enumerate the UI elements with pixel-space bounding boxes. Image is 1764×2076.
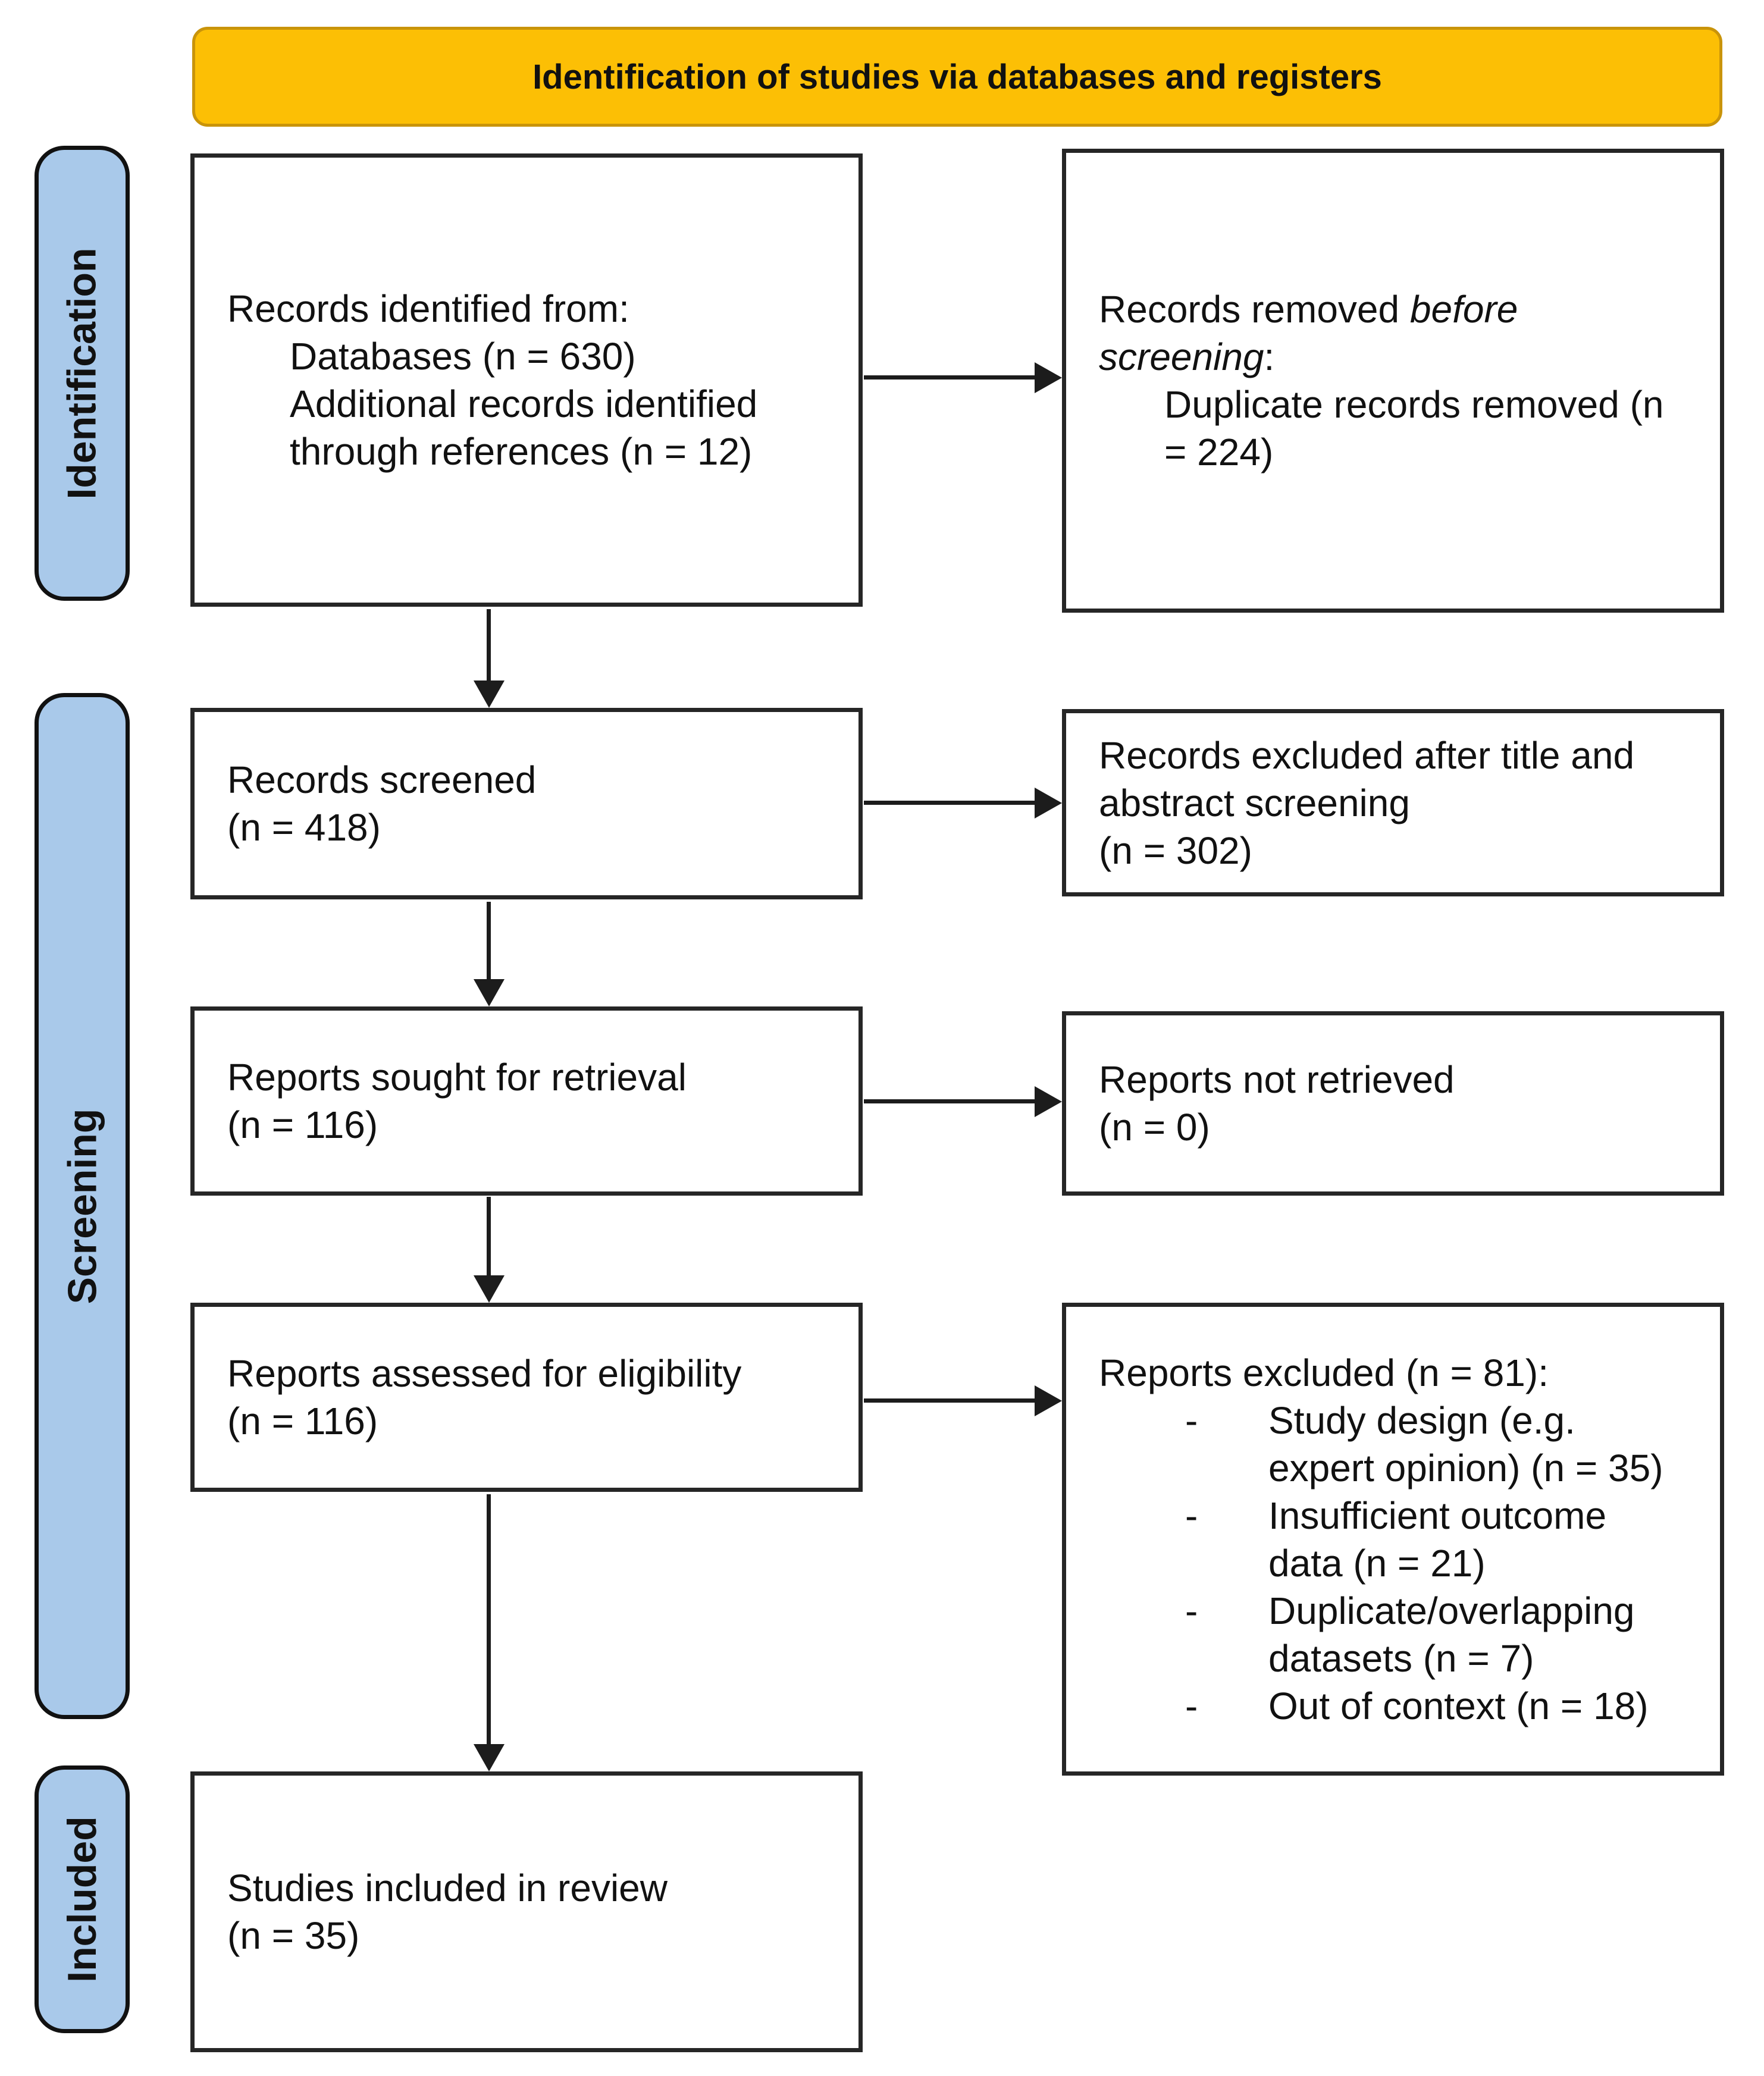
flow-arrow-assessed-to-excluded-line	[864, 1398, 1036, 1403]
bullet-item: - Study design (e.g.	[1185, 1397, 1705, 1444]
text-line: Records identified from:	[227, 287, 629, 330]
arrow-head-right-icon	[1035, 362, 1062, 393]
box-records-removed-text: Records removed before screening: Duplic…	[1066, 286, 1720, 476]
bullet-item: - Out of context (n = 18)	[1185, 1682, 1705, 1730]
flow-arrow-sought-to-not-retrieved-line	[864, 1099, 1036, 1103]
flow-arrow-screened-to-excluded-line	[864, 801, 1036, 805]
flow-arrow-sought-to-assessed-line	[487, 1197, 491, 1277]
text-line: screening:	[1099, 333, 1705, 381]
text-segment-italic: before	[1409, 288, 1518, 331]
text-line: datasets (n = 7)	[1268, 1636, 1534, 1680]
box-records-excluded-title-abstract-text: Records excluded after title and abstrac…	[1066, 732, 1720, 874]
arrow-head-right-icon	[1035, 1385, 1062, 1416]
bullet-dash: -	[1185, 1684, 1198, 1727]
bullet-item: - Duplicate/overlapping	[1185, 1587, 1705, 1635]
text-line: Records removed before	[1099, 286, 1705, 333]
box-reports-sought-text: Reports sought for retrieval (n = 116)	[195, 1053, 858, 1149]
text-line: Reports sought for retrieval	[227, 1056, 687, 1099]
header-title: Identification of studies via databases …	[532, 57, 1382, 96]
stage-label-included-text: Included	[59, 1816, 105, 1983]
text-line: (n = 35)	[227, 1914, 360, 1957]
stage-label-screening-text: Screening	[59, 1108, 105, 1304]
flow-arrow-screened-to-sought-line	[487, 902, 491, 980]
box-reports-excluded-text: Reports excluded (n = 81): - Study design…	[1066, 1349, 1720, 1730]
text-line: Study design (e.g.	[1268, 1398, 1575, 1442]
box-reports-assessed: Reports assessed for eligibility (n = 11…	[190, 1303, 863, 1492]
box-studies-included-text: Studies included in review (n = 35)	[195, 1864, 858, 1959]
text-line: Out of context (n = 18)	[1268, 1684, 1649, 1727]
box-records-excluded-title-abstract: Records excluded after title and abstrac…	[1062, 709, 1724, 896]
arrow-head-down-icon	[474, 680, 505, 708]
bullet-dash: -	[1185, 1494, 1198, 1537]
text-line: = 224)	[1164, 431, 1274, 473]
stage-label-included: Included	[35, 1765, 130, 2033]
arrow-head-down-icon	[474, 1744, 505, 1771]
box-studies-included: Studies included in review (n = 35)	[190, 1771, 863, 2052]
flow-arrow-identified-to-removed-line	[864, 375, 1036, 380]
text-line: (n = 116)	[227, 1103, 378, 1146]
text-line: Reports assessed for eligibility	[227, 1352, 742, 1395]
bullet-item: - Insufficient outcome	[1185, 1492, 1705, 1539]
box-reports-not-retrieved: Reports not retrieved (n = 0)	[1062, 1011, 1724, 1196]
text-line: data (n = 21)	[1268, 1541, 1486, 1585]
box-records-screened-text: Records screened (n = 418)	[195, 756, 858, 851]
text-line: Records screened	[227, 758, 537, 801]
text-line: Databases (n = 630)	[290, 335, 636, 378]
box-records-screened: Records screened (n = 418)	[190, 708, 863, 899]
text-line: (n = 302)	[1099, 829, 1252, 872]
text-line: Studies included in review	[227, 1867, 668, 1909]
text-segment: :	[1264, 335, 1275, 378]
arrow-head-down-icon	[474, 1275, 505, 1303]
header-banner: Identification of studies via databases …	[192, 27, 1722, 127]
stage-label-screening: Screening	[35, 693, 130, 1719]
text-line: Reports excluded (n = 81):	[1099, 1351, 1549, 1394]
text-line: (n = 0)	[1099, 1106, 1210, 1149]
box-reports-sought: Reports sought for retrieval (n = 116)	[190, 1006, 863, 1196]
box-records-removed: Records removed before screening: Duplic…	[1062, 149, 1724, 613]
text-line: Duplicate records removed (n	[1164, 383, 1664, 426]
arrow-head-down-icon	[474, 979, 505, 1006]
stage-label-identification-text: Identification	[59, 247, 105, 500]
text-line: expert opinion) (n = 35)	[1268, 1446, 1663, 1489]
box-reports-assessed-text: Reports assessed for eligibility (n = 11…	[195, 1350, 858, 1445]
text-line: through references (n = 12)	[290, 430, 753, 473]
flow-arrow-identified-to-screened-line	[487, 609, 491, 682]
text-line: Records excluded after title and	[1099, 733, 1635, 777]
arrow-head-right-icon	[1035, 1086, 1062, 1117]
box-reports-excluded: Reports excluded (n = 81): - Study design…	[1062, 1303, 1724, 1776]
box-records-identified-text: Records identified from: Databases (n = …	[195, 285, 858, 475]
text-line: abstract screening	[1099, 781, 1410, 824]
arrow-head-right-icon	[1035, 788, 1062, 819]
text-line: Reports not retrieved	[1099, 1058, 1455, 1101]
text-segment-italic: screening	[1099, 335, 1264, 378]
stage-label-identification: Identification	[35, 146, 130, 601]
flow-arrow-assessed-to-included-line	[487, 1494, 491, 1745]
bullet-dash: -	[1185, 1589, 1198, 1632]
box-reports-not-retrieved-text: Reports not retrieved (n = 0)	[1066, 1056, 1720, 1151]
bullet-dash: -	[1185, 1398, 1198, 1442]
text-segment: Records removed	[1099, 288, 1410, 331]
text-line: (n = 116)	[227, 1400, 378, 1442]
box-records-identified: Records identified from: Databases (n = …	[190, 153, 863, 607]
text-line: (n = 418)	[227, 806, 381, 849]
text-line: Additional records identified	[290, 382, 758, 425]
text-line: Duplicate/overlapping	[1268, 1589, 1635, 1632]
text-line: Insufficient outcome	[1268, 1494, 1607, 1537]
